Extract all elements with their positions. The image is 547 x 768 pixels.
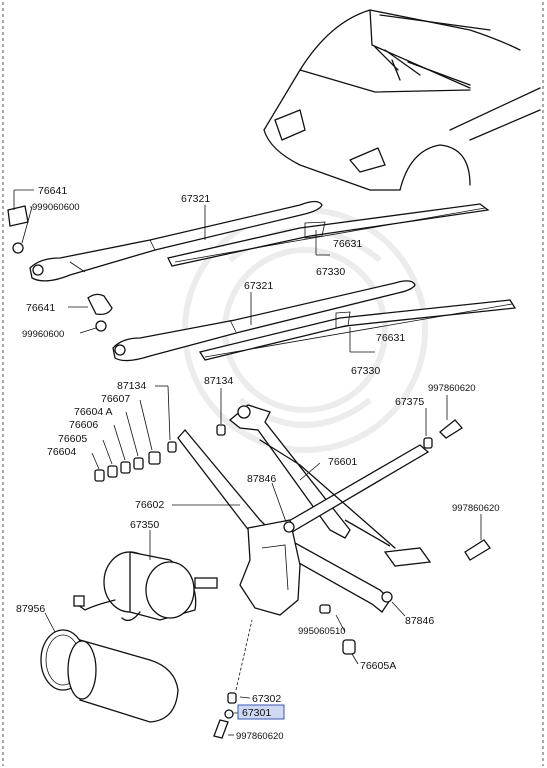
wiper-blade-upper [167, 203, 490, 267]
label-76601: 76601 [328, 456, 357, 468]
label-76602: 76602 [135, 499, 164, 511]
bolt-right [464, 539, 491, 561]
label-76604A: 76604 A [74, 406, 113, 418]
label-997860620-upper: 997860620 [428, 383, 476, 394]
wiper-linkage [177, 404, 432, 616]
label-995060510: 995060510 [298, 626, 346, 637]
label-67301: 67301 [242, 707, 271, 719]
label-87846-upper: 87846 [247, 473, 276, 485]
car-front-illustration [263, 9, 541, 191]
label-87134-left: 87134 [117, 380, 146, 392]
label-76641-lower: 76641 [26, 302, 55, 314]
wiper-arm-lower [112, 280, 416, 362]
label-76604: 76604 [47, 446, 76, 458]
label-76607: 76607 [101, 393, 130, 405]
label-67375: 67375 [395, 396, 424, 408]
wiper-motor [73, 551, 218, 622]
wiper-blade-lower [198, 299, 517, 361]
label-87134-right: 87134 [204, 375, 233, 387]
label-76606: 76606 [69, 419, 98, 431]
nut-67301 [224, 709, 234, 719]
label-76605A: 76605A [360, 660, 396, 672]
label-87846-lower: 87846 [405, 615, 434, 627]
label-67321-upper: 67321 [181, 193, 210, 205]
label-997860620-bottom: 997860620 [236, 731, 284, 742]
motor-cover [40, 629, 179, 723]
label-67321-lower: 67321 [244, 280, 273, 292]
grommet-67302 [227, 692, 237, 704]
label-76631-lower: 76631 [376, 332, 405, 344]
bolt-upper [439, 419, 463, 439]
arm-cap-upper [7, 205, 29, 254]
wiper-arm-upper [29, 200, 323, 282]
label-997860620-right: 997860620 [452, 503, 500, 514]
arm-cap-lower [87, 293, 113, 332]
leader-lines [13, 189, 482, 736]
screw-995060510 [319, 604, 331, 614]
label-67330-upper: 67330 [316, 266, 345, 278]
label-76631-upper: 76631 [333, 238, 362, 250]
label-67302: 67302 [252, 693, 281, 705]
label-76605: 76605 [58, 433, 87, 445]
highlight-67301 [237, 704, 285, 720]
bolt-bottom [213, 719, 229, 739]
label-76641-upper: 76641 [38, 185, 67, 197]
label-999060600: 999060600 [32, 202, 80, 213]
label-87956: 87956 [16, 603, 45, 615]
label-67350: 67350 [130, 519, 159, 531]
bushing-76605A [342, 639, 356, 655]
label-67330-lower: 67330 [351, 365, 380, 377]
bushing-stack [94, 424, 433, 482]
label-99960600: 99960600 [22, 329, 64, 340]
